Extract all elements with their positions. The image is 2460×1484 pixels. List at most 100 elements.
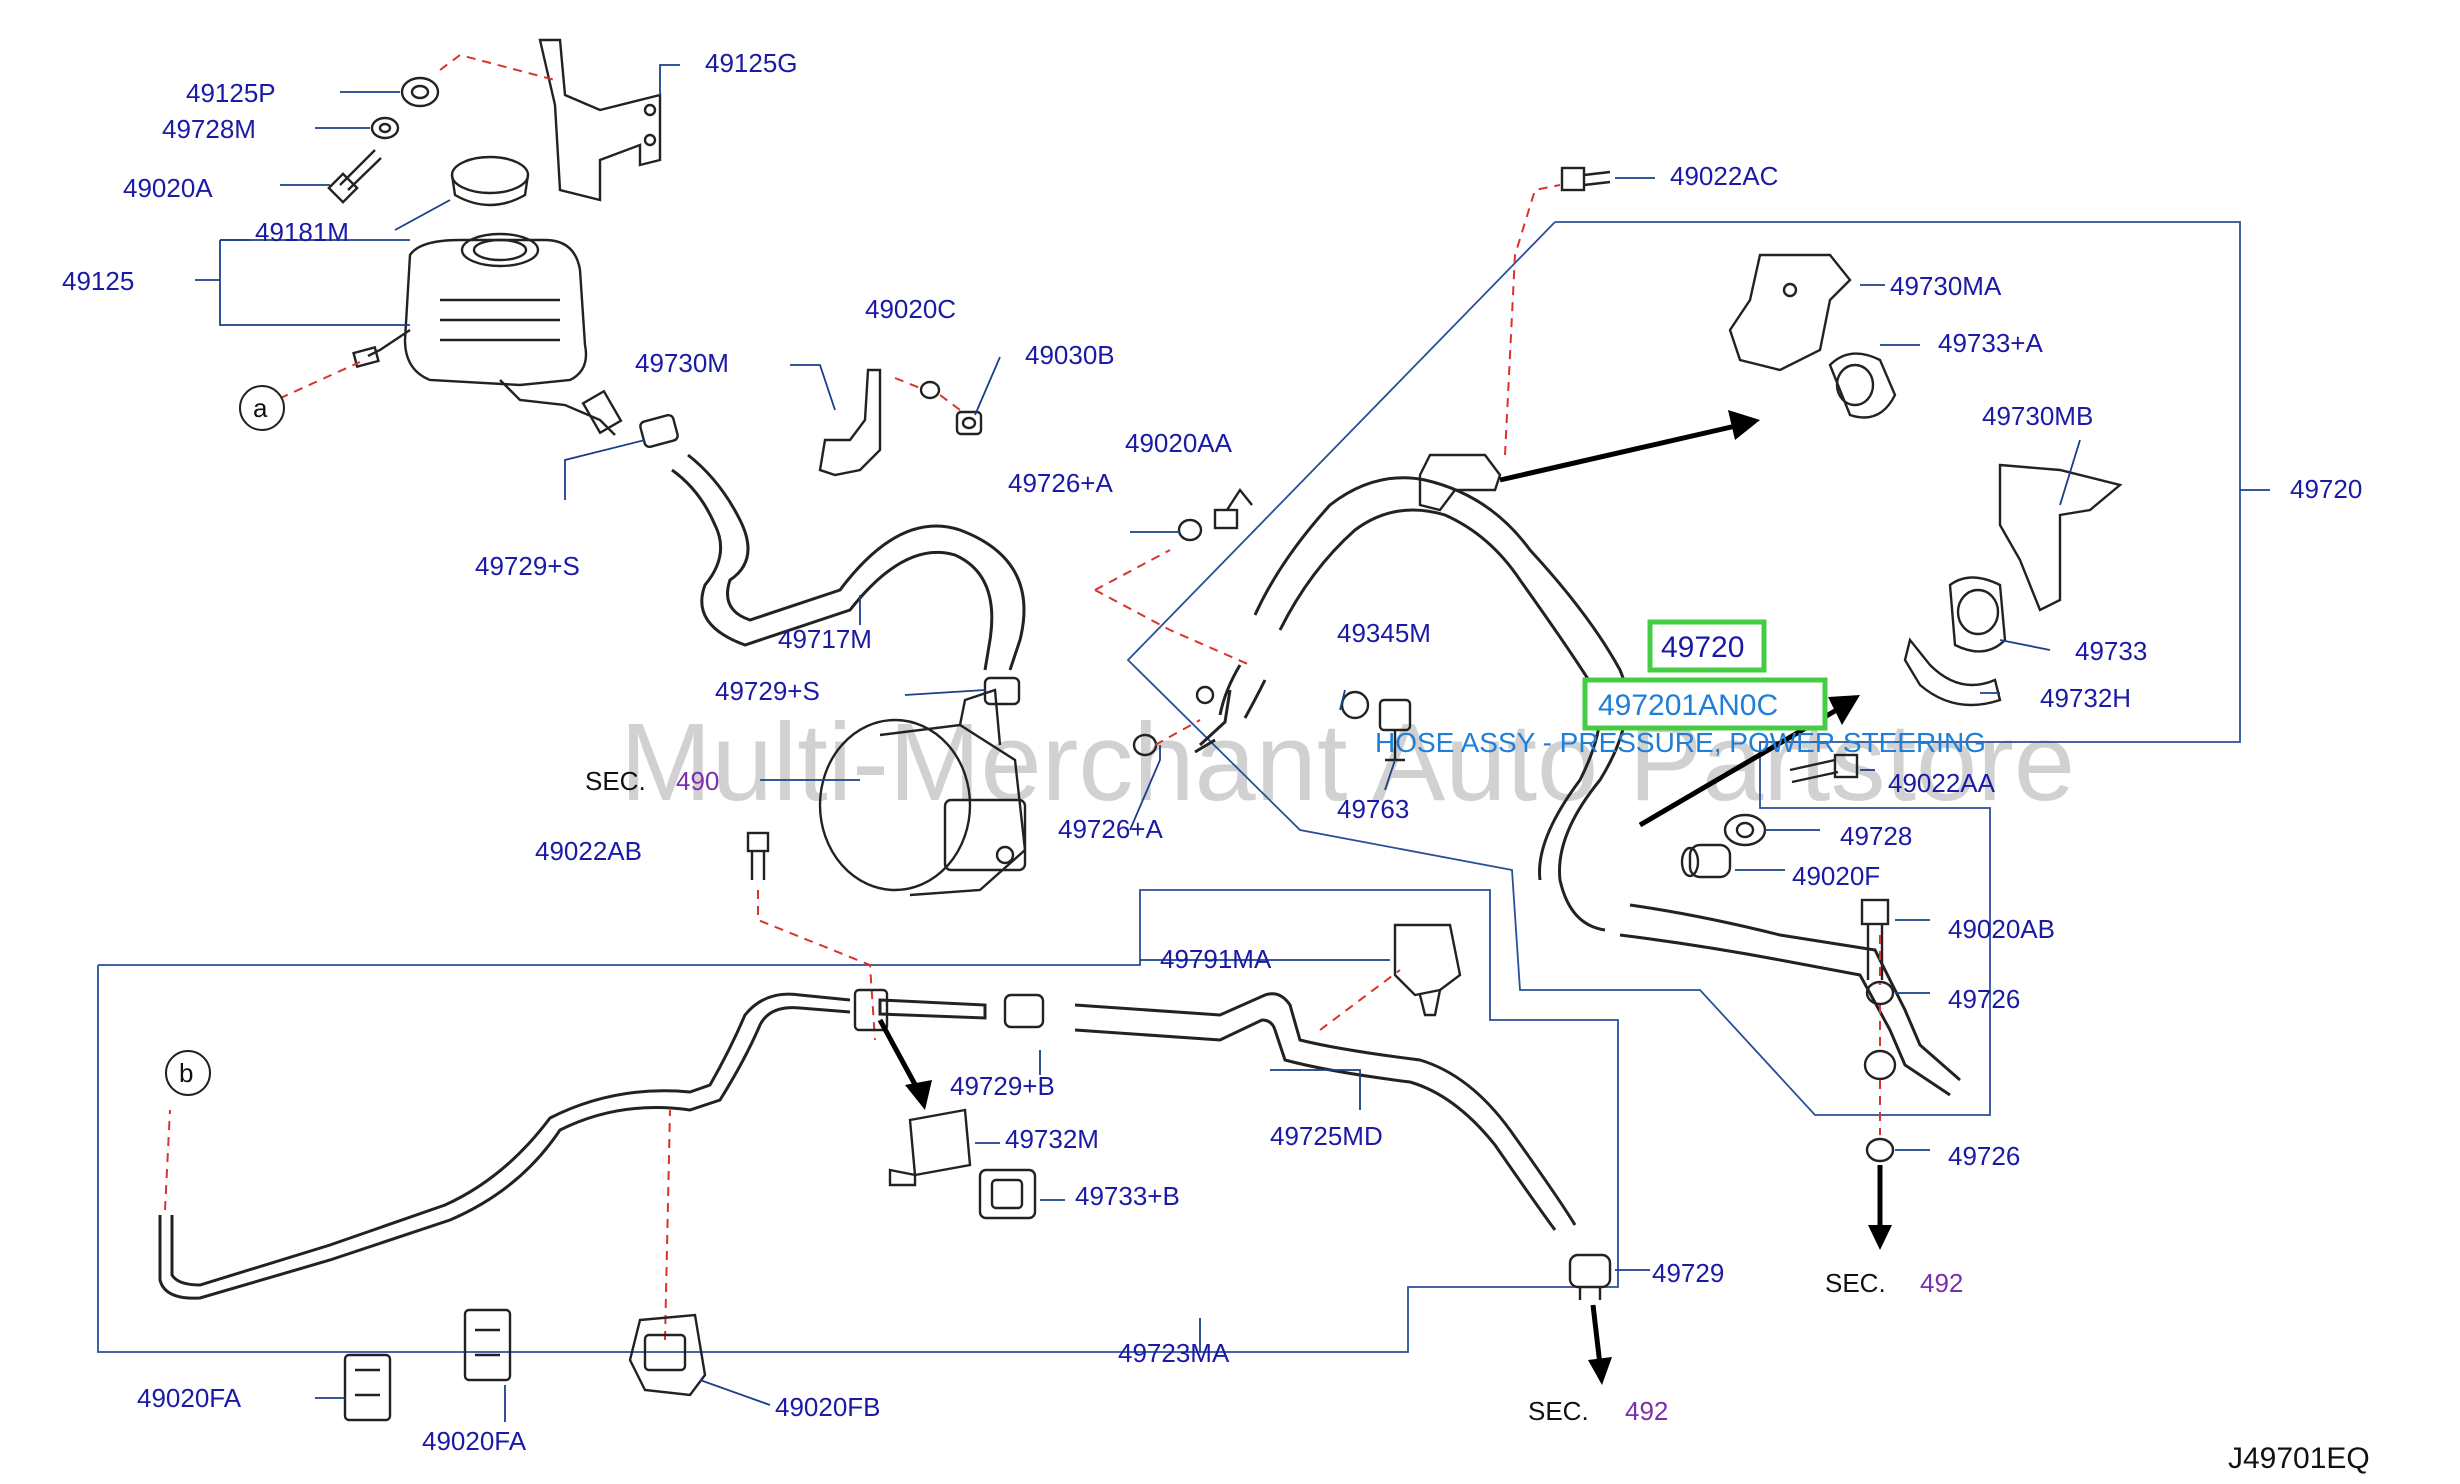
bracket-49791ma[interactable] [1393,923,1462,1017]
part-label[interactable]: 49725MD [1270,1121,1383,1151]
arrow-to-sec492-bottom [1588,1304,1612,1385]
part-label[interactable]: 49733 [2075,636,2147,666]
part-label[interactable]: 49030B [1025,340,1115,370]
part-label[interactable]: 49729+B [950,1071,1055,1101]
part-label[interactable]: 49726+A [1008,468,1113,498]
sec-ref-490[interactable]: SEC. 490 [585,766,719,796]
clamp-49729s-upper[interactable] [639,413,679,449]
clamp-49732-on-tube[interactable] [853,988,889,1032]
washer-49728m[interactable] [370,116,400,140]
return-hose-49725md[interactable] [1074,992,1577,1231]
part-label[interactable]: 49020FA [137,1383,242,1413]
part-label[interactable]: 49020F [1792,861,1880,891]
clip-49020fa-left[interactable] [343,1353,392,1422]
part-label[interactable]: 49020C [865,294,956,324]
part-label[interactable]: 49022AA [1888,768,1996,798]
bolt-49020ab-right[interactable] [1860,898,1890,980]
circle-ref-b[interactable]: b [165,1050,211,1096]
insulator-49733b[interactable] [978,1168,1037,1220]
sec-ref-492-bottom[interactable]: SEC. 492 [1528,1396,1668,1426]
highlight-part-number[interactable]: 49720 [1647,619,1767,673]
pressure-hose-49720[interactable] [1194,476,1961,1097]
reservoir-tank[interactable] [352,232,623,436]
part-label[interactable]: 49729+S [715,676,820,706]
union-bolt-49726a[interactable] [1213,487,1253,530]
highlight-oem-number-text: 497201AN0C [1598,689,1778,722]
bracket-49730mb[interactable] [1998,463,2123,612]
bracket-49125g[interactable] [538,38,662,202]
part-label[interactable]: 49726+A [1058,814,1163,844]
circle-ref-a-label: a [253,393,268,423]
grommet-49125p[interactable] [400,76,440,108]
clamp-49729s-lower[interactable] [983,676,1021,706]
clamp-49729[interactable] [1568,1253,1612,1300]
arrow-to-clamp-49732m [877,1018,932,1110]
washer-49726-lower[interactable] [1865,1137,1895,1163]
part-label[interactable]: 49733+B [1075,1181,1180,1211]
part-label[interactable]: 49020FB [775,1392,881,1422]
arrow-to-bracket [1499,410,1760,483]
bracket-49730m[interactable] [818,368,882,477]
eye-fitting[interactable] [1863,1049,1897,1081]
part-label[interactable]: 49723MA [1118,1338,1230,1368]
clip-49020fb[interactable] [628,1313,707,1397]
part-label[interactable]: 49732H [2040,683,2131,713]
part-label[interactable]: 49728M [162,114,256,144]
nut-49030b[interactable] [955,410,983,436]
clamp-49729b[interactable] [1003,993,1045,1029]
insulator-49733[interactable] [1948,576,2007,653]
part-label[interactable]: 49345M [1337,618,1431,648]
part-label[interactable]: 49020AB [1948,914,2055,944]
reservoir-cap[interactable] [450,155,530,207]
part-label[interactable]: 49733+A [1938,328,2043,358]
return-tube-49723ma[interactable] [158,992,987,1300]
part-label[interactable]: 49020AA [1125,428,1233,458]
sec-ref-prefix: SEC. [1825,1268,1886,1298]
circle-ref-b-label: b [179,1058,193,1088]
part-label[interactable]: 49020FA [422,1426,527,1456]
highlight-description: HOSE ASSY - PRESSURE, POWER STEERING [1375,727,1986,758]
clamp-49732m[interactable] [888,1108,972,1187]
part-label[interactable]: 49125G [705,48,798,78]
highlight-oem-number[interactable]: 497201AN0C [1582,677,1828,731]
sec-ref-number: 490 [676,766,719,796]
grommet-49020f[interactable] [1680,843,1732,879]
clip-49732h[interactable] [1903,637,2002,707]
circle-ref-a[interactable]: a [239,385,285,431]
washer-49726-upper[interactable] [1865,980,1895,1006]
bolt-49020a[interactable] [327,149,382,204]
part-label[interactable]: 49726 [1948,1141,2020,1171]
part-label[interactable]: 49022AC [1670,161,1778,191]
insulator-49733a[interactable] [1828,352,1897,419]
sec-ref-number: 492 [1625,1396,1668,1426]
sec-ref-492-right[interactable]: SEC. 492 [1825,1268,1963,1298]
part-label[interactable]: 49763 [1337,794,1409,824]
part-label[interactable]: 49717M [778,624,872,654]
part-label[interactable]: 49020A [123,173,213,203]
arrow-to-sec492-right [1868,1165,1892,1250]
part-label[interactable]: 49720 [2290,474,2362,504]
bolt-49022ab[interactable] [746,831,770,880]
bracket-49730ma[interactable] [1728,253,1852,372]
washer-49726a-upper[interactable] [1177,518,1203,542]
part-label[interactable]: 49022AB [535,836,642,866]
bolt-49022aa[interactable] [1789,753,1859,784]
part-label[interactable]: 49729 [1652,1258,1724,1288]
part-label[interactable]: 49730MA [1890,271,2002,301]
part-label[interactable]: 49125 [62,266,134,296]
part-label[interactable]: 49728 [1840,821,1912,851]
part-label[interactable]: 49181M [255,217,349,247]
bracket-top-of-hose[interactable] [1418,453,1502,512]
bolt-49022ac[interactable] [1560,166,1611,192]
washer-49020c[interactable] [919,380,941,400]
part-label[interactable]: 49730M [635,348,729,378]
part-label[interactable]: 49732M [1005,1124,1099,1154]
power-steering-pump[interactable] [818,688,1027,897]
suction-hose-49717m[interactable] [671,453,1026,671]
part-label[interactable]: 49125P [186,78,276,108]
part-label[interactable]: 49730MB [1982,401,2093,431]
part-label[interactable]: 49726 [1948,984,2020,1014]
part-label[interactable]: 49791MA [1160,944,1272,974]
clip-49020fa-right[interactable] [463,1308,512,1382]
part-label[interactable]: 49729+S [475,551,580,581]
